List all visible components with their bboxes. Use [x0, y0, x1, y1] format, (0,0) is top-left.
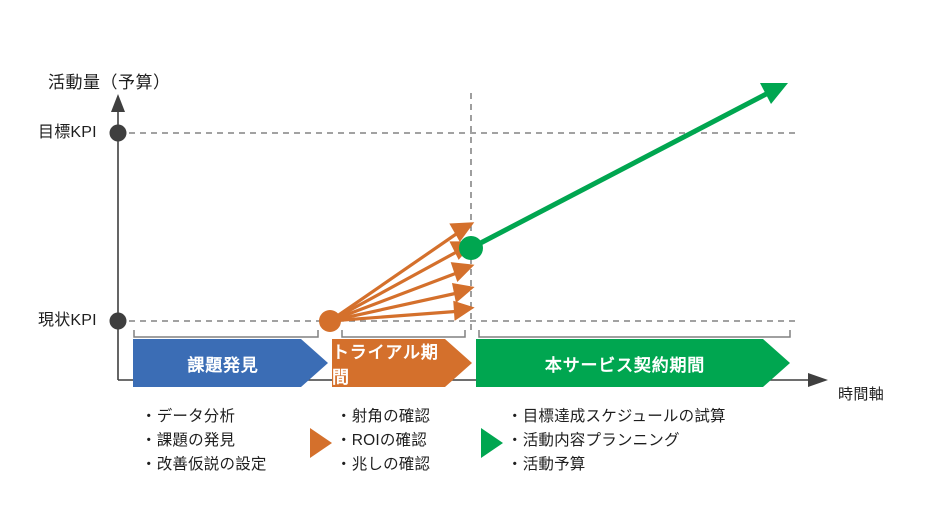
x-axis-title: 時間軸: [838, 386, 885, 403]
trial-trajectory-fan: [329, 222, 475, 323]
current-kpi-label: 現状KPI: [38, 312, 97, 329]
phase-banner-discovery[interactable]: [133, 339, 328, 387]
list-item: ・ROIの確認: [336, 432, 427, 450]
y-axis-title: 活動量（予算）: [48, 73, 171, 92]
target-kpi-marker: [109, 124, 127, 142]
service-growth-arrow: [469, 83, 788, 251]
list-item: ・改善仮説の設定: [141, 456, 267, 474]
list-item: ・データ分析: [141, 408, 236, 425]
x-axis-arrowhead-icon: [808, 373, 828, 387]
trial-result-point: [459, 236, 483, 260]
target-kpi-label: 目標KPI: [38, 124, 97, 141]
triangle-right-icon-trial: [310, 428, 332, 458]
current-state-point: [319, 310, 341, 332]
phase-bracket-trial: [341, 330, 466, 338]
phase-banner-trial[interactable]: [332, 339, 472, 387]
phase-banner-contract[interactable]: [476, 339, 790, 387]
list-item: ・兆しの確認: [336, 456, 431, 474]
list-item: ・活動内容プランニング: [507, 432, 680, 450]
list-item: ・射角の確認: [336, 408, 431, 425]
phase-bullets-contract: ・目標達成スケジュールの試算 ・活動内容プランニング ・活動予算: [507, 405, 726, 477]
phase-bullets-discovery: ・データ分析 ・課題の発見 ・改善仮説の設定: [141, 405, 267, 477]
list-item: ・目標達成スケジュールの試算: [507, 408, 726, 425]
triangle-right-icon-contract: [481, 428, 503, 458]
phase-bullets-trial: ・射角の確認 ・ROIの確認 ・兆しの確認: [336, 405, 430, 477]
y-axis-arrowhead-icon: [111, 94, 125, 112]
current-kpi-marker: [109, 312, 127, 330]
phase-bracket-contract: [478, 330, 791, 338]
phase-bracket-discovery: [133, 330, 319, 338]
list-item: ・課題の発見: [141, 432, 236, 450]
list-item: ・活動予算: [507, 456, 586, 474]
